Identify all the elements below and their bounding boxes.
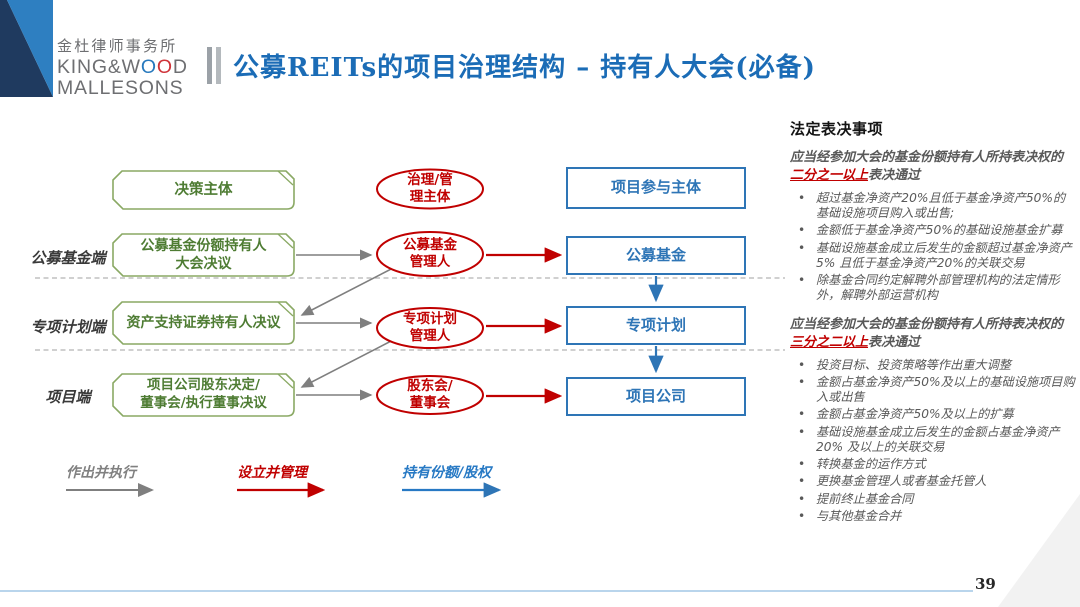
intro-pre: 应当经参加大会的基金份额持有人所持表决权的 [790,316,1064,332]
participant-rect1 [566,236,746,275]
participant-rect3-label: 项目公司 [625,386,686,405]
decision-box2-shape [112,301,295,345]
kwm-logo-mark [0,0,53,97]
title-bar-icon [207,47,212,84]
participant-header-rect [566,167,746,209]
participant-rect1-label: 公募基金 [625,245,686,264]
legend-execute-label: 作出并执行 [66,465,136,481]
legend-manage-label: 设立并管理 [237,465,307,481]
governance-oval2 [376,307,484,349]
diagonal-arrow-fund-to-abs [300,265,398,316]
intro-post: 表决通过 [868,335,921,351]
logo-blue-o: O [140,55,157,78]
decision-header-label: 决策主体 [174,181,233,198]
kwm-logo-text: 金杜律师事务所 KING&WOOD MALLESONS [57,38,188,99]
decision-box2-label: 资产支持证券持有人决议 [126,314,281,331]
governance-header-oval [376,168,484,210]
participant-rect2 [566,306,746,345]
vote-item: 提前终止基金合同 [790,492,1076,508]
vote-item: 超过基金净资产20%且低于基金净资产50%的基础设施项目购入或出售; [790,191,1076,222]
vote-item: 金额低于基金净资产50%的基础设施基金扩募 [790,223,1076,239]
decision-box3-shape [112,373,295,417]
page-number: 39 [975,575,996,593]
vote-item: 基础设施基金成立后发生的金额占基金净资产20% 及以上的关联交易 [790,425,1076,456]
title-bar-icon [216,47,221,84]
governance-oval1-label: 公募基金 管理人 [403,237,457,270]
logo-king-w: KING&W [57,55,141,78]
vote-item: 转换基金的运作方式 [790,457,1076,473]
logo-navy-triangle [0,0,53,97]
governance-header-label: 治理/管 理主体 [407,172,453,205]
vote-item: 金额占基金净资产50%及以上的基础设施项目购入或出售 [790,375,1076,406]
participant-header-label: 项目参与主体 [610,178,701,197]
vote-item: 与其他基金合并 [790,509,1076,525]
intro-threshold-twothirds: 三分之二以上 [790,335,869,351]
decision-box1-shape [112,233,295,277]
vote-item: 更换基金管理人或者基金托管人 [790,474,1076,490]
decision-box1-label: 公募基金份额持有人 大会决议 [140,237,267,272]
row-label-project: 项目端 [45,388,91,406]
legend-hold-label: 持有份额/股权 [402,465,492,481]
intro-threshold-half: 二分之一以上 [790,168,869,184]
governance-oval2-label: 专项计划 管理人 [403,311,457,344]
logo-chinese-name: 金杜律师事务所 [57,37,178,55]
twothirds-threshold-list: 投资目标、投资策略等作出重大调整 金额占基金净资产50%及以上的基础设施项目购入… [790,358,1076,525]
logo-red-o: O [156,55,173,78]
logo-english-line1: KING&WOOD [57,55,188,78]
decision-header-shape [112,170,295,210]
intro-post: 表决通过 [868,168,921,184]
logo-blue-triangle [7,0,53,97]
vote-item: 除基金合同约定解聘外部管理机构的法定情形外，解聘外部运营机构 [790,273,1076,304]
logo-d: D [172,55,188,78]
footer-divider [0,590,973,592]
panel-heading: 法定表决事项 [790,120,884,138]
title-accent-bars [207,47,221,84]
vote-item: 投资目标、投资策略等作出重大调整 [790,358,1076,374]
slide-title: 公募REITs的项目治理结构 – 持有人大会(必备) [233,53,816,83]
row-label-fund: 公募基金端 [30,249,106,267]
vote-item: 基础设施基金成立后发生的金额超过基金净资产5% 且低于基金净资产20%的关联交易 [790,241,1076,272]
half-threshold-list: 超过基金净资产20%且低于基金净资产50%的基础设施项目购入或出售; 金额低于基… [790,191,1076,304]
governance-oval3-label: 股东会/ 董事会 [407,378,453,411]
vote-item: 金额占基金净资产50%及以上的扩募 [790,407,1076,423]
decision-box3-label: 项目公司股东决定/ 董事会/执行董事决议 [140,377,267,411]
governance-oval1 [376,231,484,277]
statutory-voting-panel: 法定表决事项 应当经参加大会的基金份额持有人所持表决权的二分之一以上表决通过 超… [790,118,1076,536]
vote-threshold-intro-twothirds: 应当经参加大会的基金份额持有人所持表决权的三分之二以上表决通过 [790,316,1076,353]
logo-english-line2: MALLESONS [57,76,184,99]
vote-threshold-intro-half: 应当经参加大会的基金份额持有人所持表决权的二分之一以上表决通过 [790,149,1076,186]
participant-rect3 [566,377,746,416]
participant-rect2-label: 专项计划 [625,315,686,334]
row-label-plan: 专项计划端 [30,318,106,336]
governance-oval3 [376,375,484,415]
intro-pre: 应当经参加大会的基金份额持有人所持表决权的 [790,150,1064,165]
diagonal-arrow-plan-to-company [300,337,398,388]
